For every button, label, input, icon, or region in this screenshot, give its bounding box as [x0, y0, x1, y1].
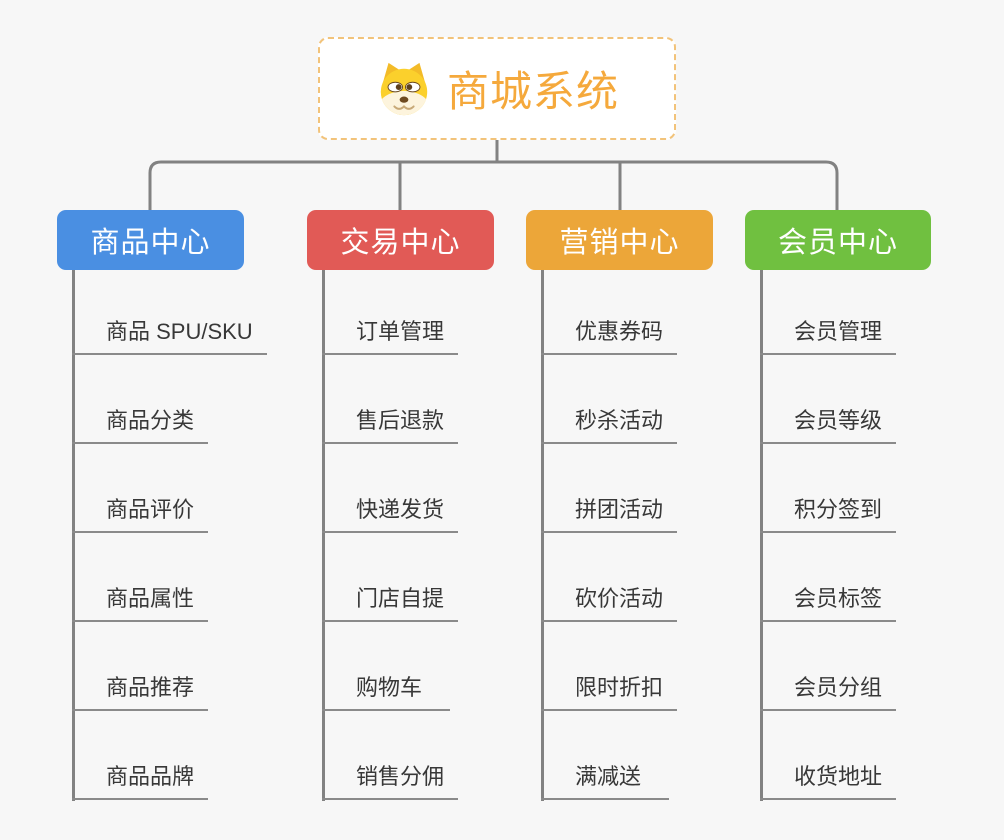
trunk-line-product — [72, 270, 75, 801]
leaf-topic[interactable]: 收货地址 — [760, 711, 897, 800]
branch-node-member-center[interactable]: 会员中心 — [745, 210, 931, 270]
leaf-topic[interactable]: 商品 SPU/SKU — [72, 270, 267, 355]
leaf-topic[interactable]: 商品推荐 — [72, 622, 209, 711]
leaf-topic[interactable]: 会员等级 — [760, 355, 897, 444]
leaf-topic[interactable]: 砍价活动 — [541, 533, 678, 622]
leaf-topic[interactable]: 会员分组 — [760, 622, 897, 711]
trunk-line-trade — [322, 270, 325, 801]
leaf-topic[interactable]: 秒杀活动 — [541, 355, 678, 444]
leaf-column-product: 商品 SPU/SKU 商品分类 商品评价 商品属性 商品推荐 商品品牌 — [72, 270, 267, 800]
dog-icon — [380, 62, 428, 115]
trunk-line-member — [760, 270, 763, 801]
leaf-column-member: 会员管理 会员等级 积分签到 会员标签 会员分组 收货地址 — [760, 270, 897, 800]
leaf-topic[interactable]: 购物车 — [322, 622, 450, 711]
trunk-line-marketing — [541, 270, 544, 801]
leaf-topic[interactable]: 订单管理 — [322, 270, 459, 355]
leaf-topic[interactable]: 商品属性 — [72, 533, 209, 622]
branch-label: 交易中心 — [340, 227, 461, 259]
branch-label: 商品中心 — [90, 227, 211, 259]
branch-node-product-center[interactable]: 商品中心 — [57, 210, 244, 270]
leaf-topic[interactable]: 满减送 — [541, 711, 669, 800]
root-topic-title: 商城系统 — [446, 68, 619, 115]
leaf-topic[interactable]: 拼团活动 — [541, 444, 678, 533]
leaf-topic[interactable]: 商品品牌 — [72, 711, 209, 800]
branch-node-marketing-center[interactable]: 营销中心 — [526, 210, 713, 270]
leaf-column-trade: 订单管理 售后退款 快递发货 门店自提 购物车 销售分佣 — [322, 270, 459, 800]
root-topic-node[interactable]: 商城系统 — [318, 37, 676, 140]
branch-label: 营销中心 — [559, 227, 680, 259]
leaf-topic[interactable]: 限时折扣 — [541, 622, 678, 711]
leaf-topic[interactable]: 商品评价 — [72, 444, 209, 533]
leaf-topic[interactable]: 销售分佣 — [322, 711, 459, 800]
leaf-topic[interactable]: 会员标签 — [760, 533, 897, 622]
leaf-topic[interactable]: 积分签到 — [760, 444, 897, 533]
leaf-topic[interactable]: 会员管理 — [760, 270, 897, 355]
leaf-topic[interactable]: 商品分类 — [72, 355, 209, 444]
leaf-topic[interactable]: 优惠券码 — [541, 270, 678, 355]
leaf-topic[interactable]: 快递发货 — [322, 444, 459, 533]
leaf-column-marketing: 优惠券码 秒杀活动 拼团活动 砍价活动 限时折扣 满减送 — [541, 270, 678, 800]
leaf-topic[interactable]: 门店自提 — [322, 533, 459, 622]
leaf-topic[interactable]: 售后退款 — [322, 355, 459, 444]
branch-node-trade-center[interactable]: 交易中心 — [307, 210, 494, 270]
branch-label: 会员中心 — [777, 227, 898, 259]
